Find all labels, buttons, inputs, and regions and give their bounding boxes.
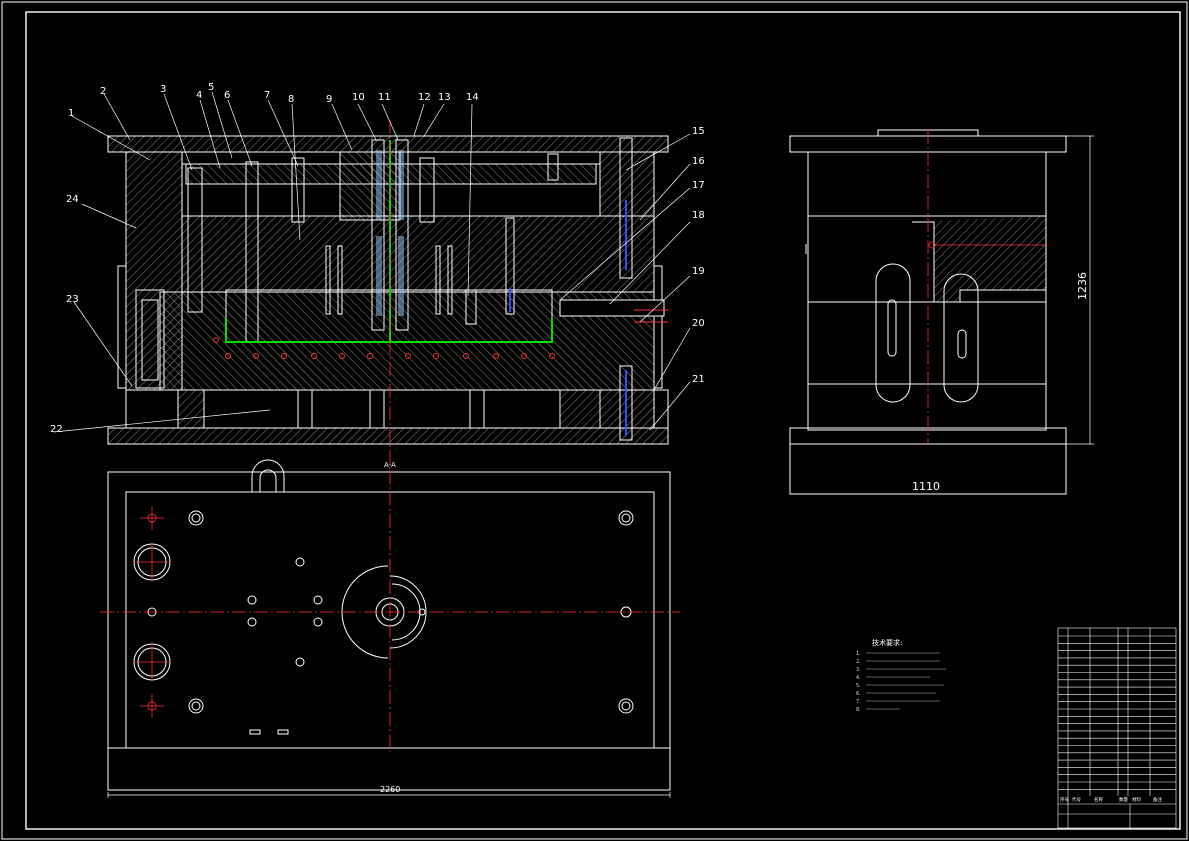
callout-14: 14	[466, 92, 479, 103]
callout-18: 18	[692, 210, 705, 221]
pl-header-qty: 数量	[1119, 796, 1128, 803]
side-view	[789, 129, 1067, 495]
leader-lines	[53, 91, 691, 433]
callout-24: 24	[66, 194, 79, 205]
pl-header-name: 名称	[1094, 796, 1103, 803]
callout-9: 9	[326, 94, 332, 105]
plan-width-dimension: 2260	[380, 785, 400, 794]
tech-note-6: 6.	[856, 691, 861, 697]
plan-dimension	[107, 792, 671, 798]
tech-note-1: 1.	[856, 651, 861, 657]
callout-3: 3	[160, 84, 166, 95]
pl-header-no: 序号	[1060, 796, 1069, 803]
parts-list-headers: 序号 代号 名称 数量 材料 备注	[1060, 796, 1162, 803]
callout-5: 5	[208, 82, 214, 93]
side-dimensions	[1066, 135, 1094, 445]
pl-header-code: 代号	[1072, 796, 1081, 803]
tech-note-3: 3.	[856, 667, 861, 673]
callout-21: 21	[692, 374, 705, 385]
callout-23: 23	[66, 294, 79, 305]
cooling-channels	[213, 309, 668, 359]
callout-15: 15	[692, 126, 705, 137]
section-label: A-A	[384, 461, 396, 469]
callout-8: 8	[288, 94, 294, 105]
callout-1: 1	[68, 108, 74, 119]
callout-7: 7	[264, 90, 270, 101]
plan-view	[107, 459, 671, 791]
callout-12: 12	[418, 92, 431, 103]
tech-notes-title: 技术要求:	[872, 638, 902, 647]
callout-6: 6	[224, 90, 230, 101]
callout-2: 2	[100, 86, 106, 97]
callout-10: 10	[352, 92, 365, 103]
callout-22: 22	[50, 424, 63, 435]
tech-note-5: 5.	[856, 683, 861, 689]
callout-11: 11	[378, 92, 391, 103]
parts-list	[1057, 627, 1177, 829]
side-height-dimension: 1236	[1076, 272, 1089, 300]
callout-20: 20	[692, 318, 705, 329]
front-section-view	[107, 135, 669, 445]
side-center-marks	[927, 130, 1046, 444]
callout-16: 16	[692, 156, 705, 167]
tech-note-8: 8.	[856, 707, 861, 713]
side-width-dimension: 1110	[912, 480, 940, 493]
pl-header-remark: 备注	[1153, 796, 1162, 803]
plan-center-marks	[100, 470, 680, 752]
tech-note-7: 7.	[856, 699, 861, 705]
pl-header-material: 材料	[1132, 796, 1141, 803]
callout-13: 13	[438, 92, 451, 103]
callout-19: 19	[692, 266, 705, 277]
tech-note-4: 4.	[856, 675, 861, 681]
callout-17: 17	[692, 180, 705, 191]
technical-notes: 技术要求: 1. 2. 3. 4. 5. 6. 7. 8.	[856, 638, 946, 713]
tech-note-2: 2.	[856, 659, 861, 665]
callout-numbers: 1 2 3 4 5 6 7 8 9 10 11 12 13 14 15 16 1…	[50, 82, 705, 435]
callout-4: 4	[196, 90, 202, 101]
